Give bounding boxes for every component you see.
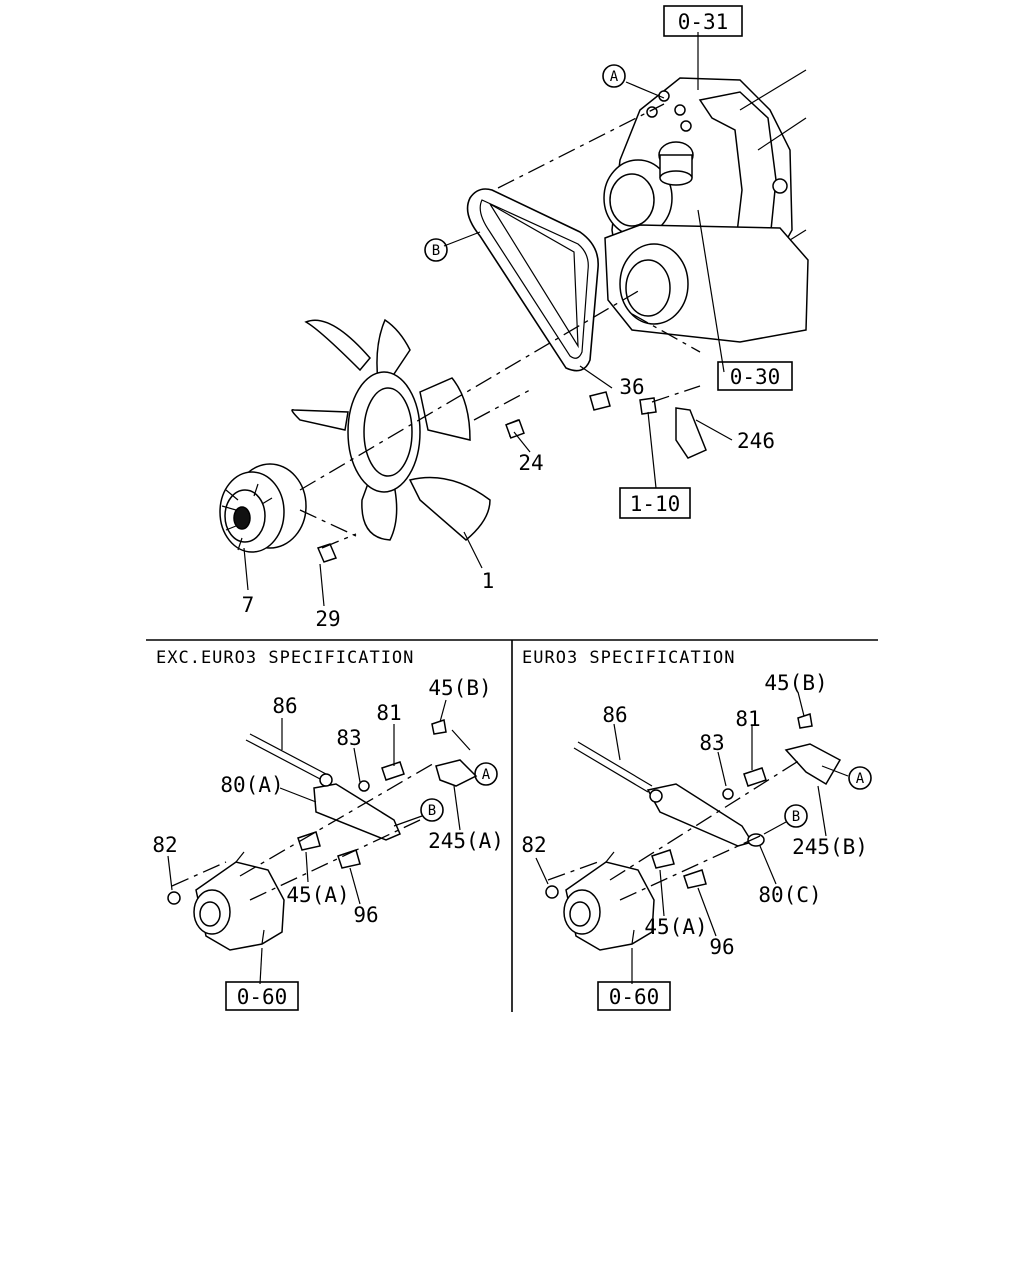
leader-lines-top	[243, 32, 733, 607]
right-part-81: 81	[735, 707, 760, 731]
part-24: 24	[518, 451, 543, 475]
fan-belt-drawing	[466, 188, 599, 372]
left-part-82: 82	[152, 833, 177, 857]
right-part-45b: 45(B)	[764, 671, 827, 695]
left-center-lines	[171, 761, 437, 901]
center-lines-top	[299, 103, 701, 549]
left-leader-lines	[167, 699, 471, 985]
marker-b-top: B	[432, 243, 440, 259]
left-part-245a: 245(A)	[428, 829, 504, 853]
fan-clutch-drawing	[219, 463, 307, 553]
ref-0-30[interactable]: 0-30	[730, 365, 781, 389]
left-bracket-drawing	[167, 719, 478, 905]
left-alternator-drawing	[193, 851, 285, 951]
left-part-96: 96	[353, 903, 378, 927]
left-part-83: 83	[336, 726, 361, 750]
ref-0-60-left[interactable]: 0-60	[237, 985, 288, 1009]
ref-0-60-right[interactable]: 0-60	[609, 985, 660, 1009]
right-part-96: 96	[709, 935, 734, 959]
marker-b-left: B	[428, 803, 436, 819]
cooling-fan-drawing	[291, 318, 491, 541]
right-part-83: 83	[699, 731, 724, 755]
marker-b-right: B	[792, 809, 800, 825]
right-part-82: 82	[521, 833, 546, 857]
right-leader-lines	[535, 691, 849, 984]
right-part-245b: 245(B)	[792, 835, 868, 859]
right-center-lines	[547, 759, 801, 901]
ref-0-31[interactable]: 0-31	[678, 10, 729, 34]
ref-1-10[interactable]: 1-10	[630, 492, 681, 516]
left-part-86: 86	[272, 694, 297, 718]
right-alternator-drawing	[563, 851, 655, 951]
right-part-86: 86	[602, 703, 627, 727]
engine-block-drawing	[603, 69, 809, 343]
left-part-81: 81	[376, 701, 401, 725]
part-36: 36	[619, 375, 644, 399]
right-part-45a: 45(A)	[644, 915, 707, 939]
left-part-80a: 80(A)	[220, 773, 283, 797]
left-part-45a: 45(A)	[286, 883, 349, 907]
part-1: 1	[482, 569, 495, 593]
right-section-title: EURO3 SPECIFICATION	[522, 648, 735, 668]
left-part-45b: 45(B)	[428, 676, 491, 700]
marker-a-top: A	[610, 69, 619, 85]
part-246: 246	[737, 429, 775, 453]
marker-a-left: A	[482, 767, 491, 783]
part-7: 7	[242, 593, 255, 617]
small-parts-top	[316, 391, 707, 563]
right-bracket-drawing	[545, 713, 842, 899]
left-section-title: EXC.EURO3 SPECIFICATION	[156, 648, 414, 668]
part-29: 29	[315, 607, 340, 631]
right-part-80c: 80(C)	[758, 883, 821, 907]
marker-a-right: A	[856, 771, 865, 787]
